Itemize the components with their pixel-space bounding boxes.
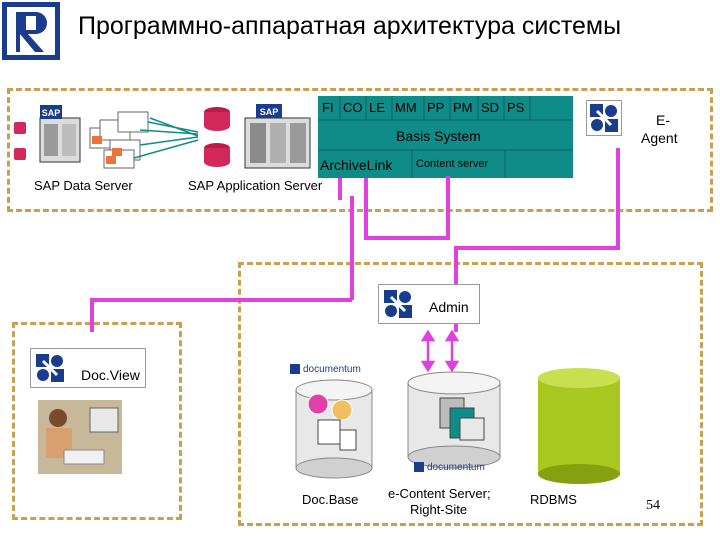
documentum-icon: [590, 104, 618, 132]
archivelink: ArchiveLink: [320, 157, 393, 173]
sap-module-co: CO: [343, 100, 363, 115]
sap-module-sd: SD: [481, 100, 500, 115]
eagent-label-line1: E-: [656, 112, 670, 128]
admin-label: Admin: [429, 299, 469, 315]
documentum-icon: [384, 290, 412, 318]
basis-system: Basis System: [396, 128, 481, 144]
docbase-label: Doc.Base: [302, 492, 359, 507]
documentum-icon: [290, 364, 300, 375]
documentum-icon: [414, 462, 424, 473]
econtent-label-line1: e-Content Server;: [388, 486, 491, 501]
econtent-brand-text: documentum: [427, 462, 485, 473]
hse-logo: [2, 2, 60, 60]
page-number: 54: [646, 498, 660, 513]
sap-module-le: LE: [369, 100, 385, 115]
docview-box: Doc.View: [30, 348, 146, 388]
sap-data-server-label: SAP Data Server: [34, 178, 133, 193]
sap-module-pm: PM: [453, 100, 473, 115]
sap-module-mm: MM: [395, 100, 417, 115]
econtent-brand: documentum: [414, 462, 485, 473]
sap-module-fi: FI: [322, 100, 334, 115]
eagent-box: [586, 100, 622, 136]
eagent-label-line2: Agent: [641, 130, 678, 146]
page-title: Программно-аппаратная архитектура систем…: [78, 12, 622, 40]
sap-application-server-label: SAP Application Server: [188, 178, 323, 193]
docview-label: Doc.View: [81, 367, 140, 383]
content-server: Content server: [416, 158, 489, 170]
sap-module-ps: PS: [507, 100, 525, 115]
docbase-brand-text: documentum: [303, 364, 361, 375]
admin-box: Admin: [378, 284, 480, 324]
sap-module-pp: PP: [427, 100, 445, 115]
documentum-icon: [36, 354, 64, 382]
docbase-brand: documentum: [290, 364, 361, 375]
rdbms-label: RDBMS: [530, 492, 577, 507]
econtent-label-line2: Right-Site: [410, 502, 468, 517]
sap-zone: [7, 88, 713, 212]
